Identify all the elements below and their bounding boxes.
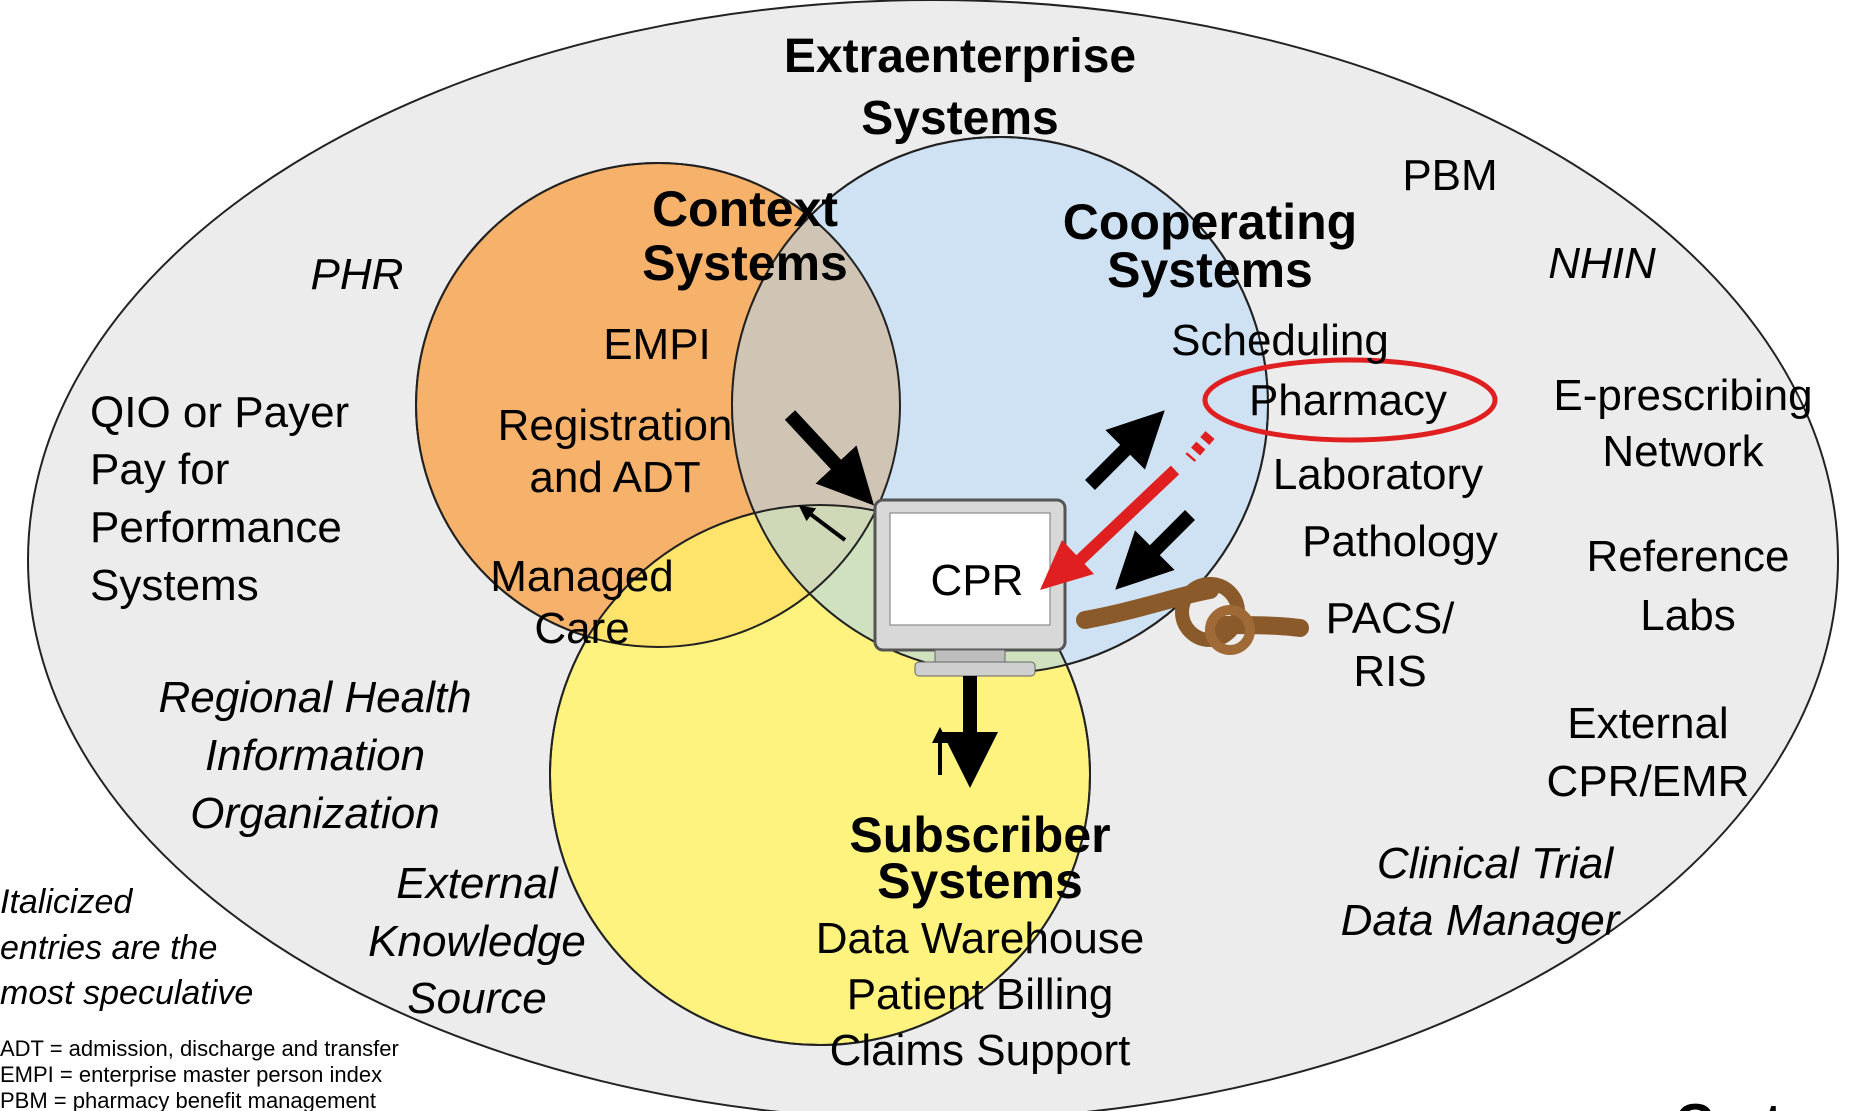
- abbreviation-adt: ADT = admission, discharge and transfer: [0, 1036, 399, 1061]
- outer-right-eprescribing-line1: E-prescribing: [1553, 371, 1812, 420]
- context-item-empi: EMPI: [603, 320, 711, 369]
- outer-left-rhio-line1: Regional Health: [158, 673, 471, 722]
- rope-link-icon: [1076, 577, 1309, 655]
- arrow-cooperating-to-cpr: [1115, 510, 1195, 590]
- outer-left-knowledge-line3: Source: [407, 974, 546, 1023]
- note-line3: most speculative: [0, 974, 253, 1012]
- arrow-pharmacy-to-cpr: [1040, 431, 1215, 590]
- outer-right-external-cpr-line1: External: [1567, 699, 1728, 748]
- outer-right-pbm: PBM: [1402, 151, 1497, 200]
- cooperating-item-pacs: PACS/: [1326, 594, 1456, 643]
- pharmacy-highlight-ellipse: [1202, 357, 1498, 443]
- cooperating-title-line2: Systems: [1107, 242, 1313, 298]
- extraenterprise-title-line2: Systems: [861, 92, 1058, 145]
- cooperating-title-line1: Cooperating: [1063, 194, 1357, 250]
- cooperating-item-pathology: Pathology: [1302, 517, 1498, 566]
- extraenterprise-title-line1: Extraenterprise: [784, 30, 1136, 83]
- outer-left-qio-line2: Pay for: [90, 445, 229, 494]
- outer-left-rhio-line3: Organization: [190, 789, 439, 838]
- outer-left-qio-line3: Performance: [90, 503, 342, 552]
- context-item-managed: Managed: [490, 552, 673, 601]
- subscriber-item-patient-billing: Patient Billing: [847, 970, 1114, 1019]
- arrow-cpr-to-cooperating: [1085, 410, 1165, 490]
- outer-left-knowledge-line2: Knowledge: [368, 917, 586, 966]
- cooperating-item-ris: RIS: [1353, 647, 1426, 696]
- outer-left-phr: PHR: [311, 250, 404, 299]
- context-title-line1: Context: [652, 181, 838, 237]
- outer-right-reference-line1: Reference: [1586, 532, 1789, 581]
- outer-left-rhio-line2: Information: [205, 731, 425, 780]
- note-line1: Italicized: [0, 883, 133, 921]
- outer-left-qio-line4: Systems: [90, 561, 259, 610]
- subscriber-item-claims-support: Claims Support: [830, 1026, 1131, 1075]
- outer-right-clinical-trial-line1: Clinical Trial: [1377, 839, 1615, 888]
- gartner-logo: Gartner: [1675, 1094, 1863, 1111]
- arrow-context-to-cpr: [784, 410, 875, 506]
- context-item-care: Care: [534, 604, 629, 653]
- cpr-monitor-icon: [873, 498, 1067, 677]
- context-item-registration: Registration: [498, 401, 733, 450]
- outer-left-knowledge-line1: External: [396, 859, 559, 908]
- subscriber-title-line2: Systems: [877, 853, 1083, 909]
- cooperating-item-laboratory: Laboratory: [1273, 450, 1483, 499]
- outer-left-qio-line1: QIO or Payer: [90, 388, 349, 437]
- arrow-small-left: [798, 505, 847, 542]
- subscriber-item-data-warehouse: Data Warehouse: [816, 914, 1145, 963]
- note-line2: entries are the: [0, 929, 217, 967]
- abbreviation-pbm: PBM = pharmacy benefit management: [0, 1088, 376, 1111]
- flow-arrows: [784, 410, 1195, 788]
- abbreviation-empi: EMPI = enterprise master person index: [0, 1062, 382, 1087]
- outer-right-reference-line2: Labs: [1640, 591, 1735, 640]
- context-item-and-adt: and ADT: [529, 453, 700, 502]
- outer-right-clinical-trial-line2: Data Manager: [1341, 896, 1622, 945]
- outer-right-nhin: NHIN: [1548, 239, 1656, 288]
- cooperating-item-scheduling: Scheduling: [1171, 316, 1389, 365]
- context-title-line2: Systems: [642, 235, 848, 291]
- cpr-label: CPR: [931, 556, 1024, 605]
- subscriber-title-line1: Subscriber: [849, 807, 1110, 863]
- cooperating-item-pharmacy: Pharmacy: [1249, 376, 1447, 425]
- outer-right-eprescribing-line2: Network: [1602, 427, 1764, 476]
- outer-right-external-cpr-line2: CPR/EMR: [1547, 757, 1750, 806]
